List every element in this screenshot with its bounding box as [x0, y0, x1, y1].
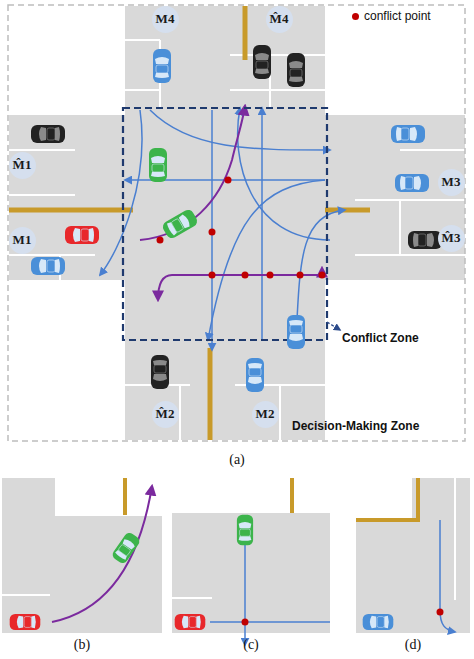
- movement-label: M̂3: [442, 230, 461, 246]
- legend-entry: conflict point: [352, 9, 431, 23]
- movement-label: M̂2: [156, 406, 175, 422]
- car: [31, 125, 65, 143]
- movement-circle: M̂1: [9, 152, 36, 179]
- movement-circle: M̂2: [152, 401, 179, 428]
- car: [65, 226, 99, 244]
- sub-panel: [2, 478, 162, 633]
- zone-label: Conflict Zone: [342, 331, 419, 345]
- panel-label: (b): [74, 637, 90, 653]
- car: [175, 614, 206, 630]
- movement-label: M̂4: [270, 11, 289, 27]
- car: [363, 614, 394, 630]
- car: [287, 53, 305, 87]
- panel-label: (d): [405, 637, 421, 653]
- zone-label: Decision-Making Zone: [292, 419, 419, 433]
- movement-circle: M2: [252, 401, 279, 428]
- car: [408, 231, 442, 249]
- movement-circle: M1: [9, 227, 36, 254]
- car: [246, 358, 264, 392]
- movement-circle: M4: [152, 6, 179, 33]
- movement-circle: M̂4: [266, 6, 293, 33]
- movement-label: M1: [13, 232, 32, 248]
- car: [31, 257, 65, 275]
- car: [10, 614, 41, 630]
- car: [151, 355, 169, 389]
- car: [287, 315, 305, 349]
- movement-circle: M3: [438, 169, 465, 196]
- sub-panel: [356, 478, 470, 633]
- panel-label: (c): [243, 637, 259, 653]
- car: [153, 49, 171, 83]
- movement-label: M3: [442, 174, 461, 190]
- legend-text: conflict point: [364, 9, 431, 23]
- movement-label: M2: [256, 406, 275, 422]
- car: [161, 208, 199, 241]
- car: [237, 515, 253, 546]
- car: [111, 531, 142, 565]
- legend-swatch: [352, 13, 359, 20]
- car: [149, 148, 167, 182]
- car: [391, 125, 425, 143]
- panel-a: [8, 5, 465, 441]
- movement-label: M̂1: [13, 157, 32, 173]
- panel-label: (a): [229, 452, 245, 468]
- movement-label: M4: [156, 11, 175, 27]
- car: [253, 45, 271, 79]
- car: [395, 174, 429, 192]
- movement-circle: M̂3: [438, 225, 465, 252]
- sub-panel: [172, 478, 330, 645]
